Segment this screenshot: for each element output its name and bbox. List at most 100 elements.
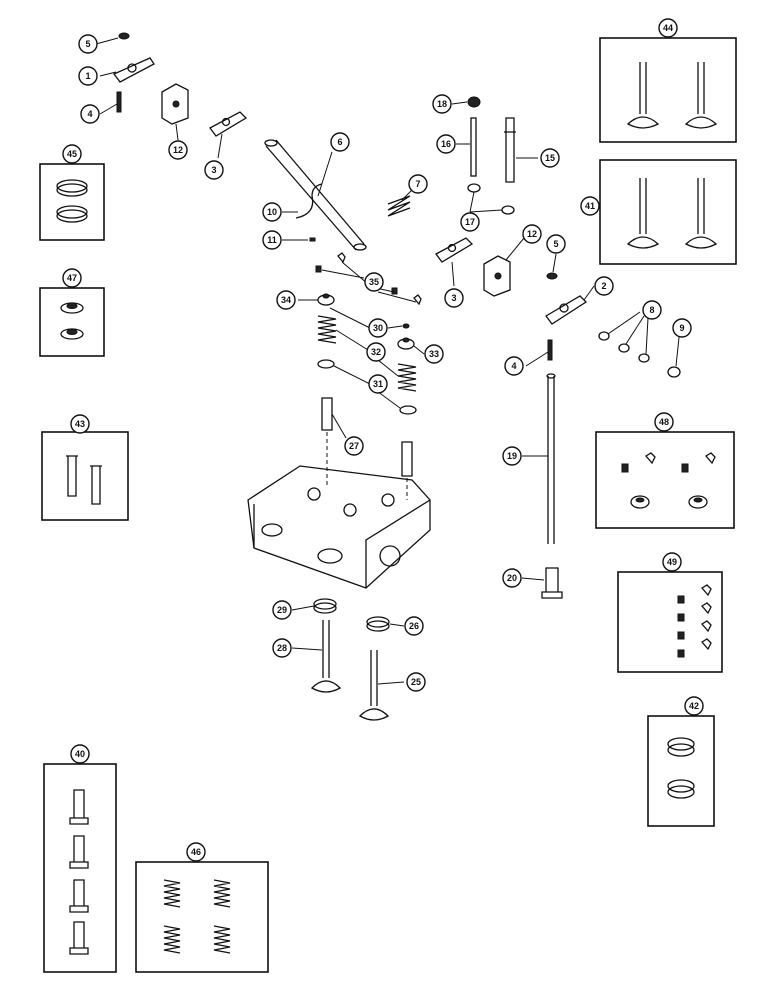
valve-guides-43 [66, 455, 102, 505]
callout-48: 48 [654, 412, 674, 432]
svg-text:48: 48 [659, 417, 669, 427]
stud-16 [470, 117, 477, 177]
callout-42: 42 [684, 696, 704, 716]
callout-12-right: 12 [522, 224, 542, 244]
svg-text:30: 30 [373, 323, 383, 333]
valve-25 [358, 650, 390, 721]
svg-text:35: 35 [369, 277, 379, 287]
kit-box-43 [41, 431, 129, 521]
callout-47: 47 [62, 268, 82, 288]
callout-10: 10 [262, 202, 282, 222]
callout-45: 45 [62, 144, 82, 164]
svg-text:5: 5 [553, 239, 558, 249]
rotators-47 [60, 302, 84, 340]
kit-box-49 [617, 571, 723, 673]
svg-text:15: 15 [545, 153, 555, 163]
callout-6: 6 [330, 132, 350, 152]
tappets-40 [69, 789, 89, 955]
valve-28 [310, 620, 342, 693]
callout-46: 46 [186, 842, 206, 862]
callout-26: 26 [404, 616, 424, 636]
cylinder-head [247, 465, 431, 589]
svg-text:8: 8 [649, 305, 654, 315]
keepers-48 [621, 452, 716, 509]
seat-26 [366, 616, 390, 632]
svg-text:4: 4 [87, 109, 92, 119]
svg-text:10: 10 [267, 207, 277, 217]
svg-text:18: 18 [437, 99, 447, 109]
rocker-arm-1 [112, 57, 155, 83]
svg-text:45: 45 [67, 149, 77, 159]
callout-4-right: 4 [504, 356, 524, 376]
svg-text:43: 43 [75, 419, 85, 429]
svg-text:31: 31 [373, 379, 383, 389]
rotator-33 [397, 337, 415, 350]
washer-17 [467, 183, 515, 215]
springs-46 [163, 879, 231, 954]
callout-15: 15 [540, 148, 560, 168]
callout-27: 27 [344, 436, 364, 456]
callout-31: 31 [368, 374, 388, 394]
callout-41: 41 [580, 196, 600, 216]
spring-7 [387, 195, 411, 217]
callout-25: 25 [406, 672, 426, 692]
ring-9 [667, 366, 681, 378]
callout-19: 19 [502, 446, 522, 466]
callout-3-right: 3 [444, 288, 464, 308]
callout-4-left: 4 [80, 104, 100, 124]
kit-box-41 [599, 159, 737, 265]
svg-text:5: 5 [85, 39, 90, 49]
callout-35: 35 [364, 272, 384, 292]
callout-5-right: 5 [546, 234, 566, 254]
svg-text:42: 42 [689, 701, 699, 711]
callout-40: 40 [70, 744, 90, 764]
cap-18 [467, 96, 481, 108]
svg-text:46: 46 [191, 847, 201, 857]
rocker-shaft-6 [264, 139, 367, 251]
callout-12-left: 12 [168, 140, 188, 160]
seat-29 [313, 598, 337, 614]
rocker-arm-3-right [435, 237, 474, 263]
kit-box-46 [135, 861, 269, 973]
svg-text:32: 32 [371, 347, 381, 357]
valve-pair-44 [626, 62, 718, 129]
svg-text:29: 29 [277, 605, 287, 615]
spring-32-b [397, 363, 417, 392]
svg-text:4: 4 [511, 361, 516, 371]
svg-text:44: 44 [663, 23, 673, 33]
plug-11 [309, 237, 316, 242]
callout-32: 32 [366, 342, 386, 362]
callout-1: 1 [78, 66, 98, 86]
callout-44: 44 [658, 18, 678, 38]
callout-29: 29 [272, 600, 292, 620]
adjusting-nut-5-right [546, 272, 558, 280]
callout-20: 20 [502, 568, 522, 588]
valve-guide-27 [321, 397, 413, 500]
rocker-bracket-12-right [483, 255, 511, 297]
keepers-49 [677, 584, 712, 658]
svg-text:28: 28 [277, 643, 287, 653]
shaft-15 [504, 117, 516, 183]
kit-box-40 [43, 763, 117, 973]
svg-text:1: 1 [85, 71, 90, 81]
washers-8 [598, 331, 650, 363]
callout-49: 49 [662, 552, 682, 572]
callout-34: 34 [276, 290, 296, 310]
callout-5-left: 5 [78, 34, 98, 54]
callout-33: 33 [424, 344, 444, 364]
svg-text:34: 34 [281, 295, 291, 305]
adjusting-screw-4-right [547, 339, 553, 361]
callout-9: 9 [672, 318, 692, 338]
push-rod-19 [546, 373, 556, 544]
kit-box-47 [39, 287, 105, 357]
svg-text:40: 40 [75, 749, 85, 759]
callout-8: 8 [642, 300, 662, 320]
svg-text:33: 33 [429, 349, 439, 359]
adjusting-screw-4-left [116, 91, 122, 113]
kit-box-48 [595, 431, 735, 529]
seal-30 [402, 323, 410, 329]
callout-43: 43 [70, 414, 90, 434]
svg-text:49: 49 [667, 557, 677, 567]
svg-text:20: 20 [507, 573, 517, 583]
